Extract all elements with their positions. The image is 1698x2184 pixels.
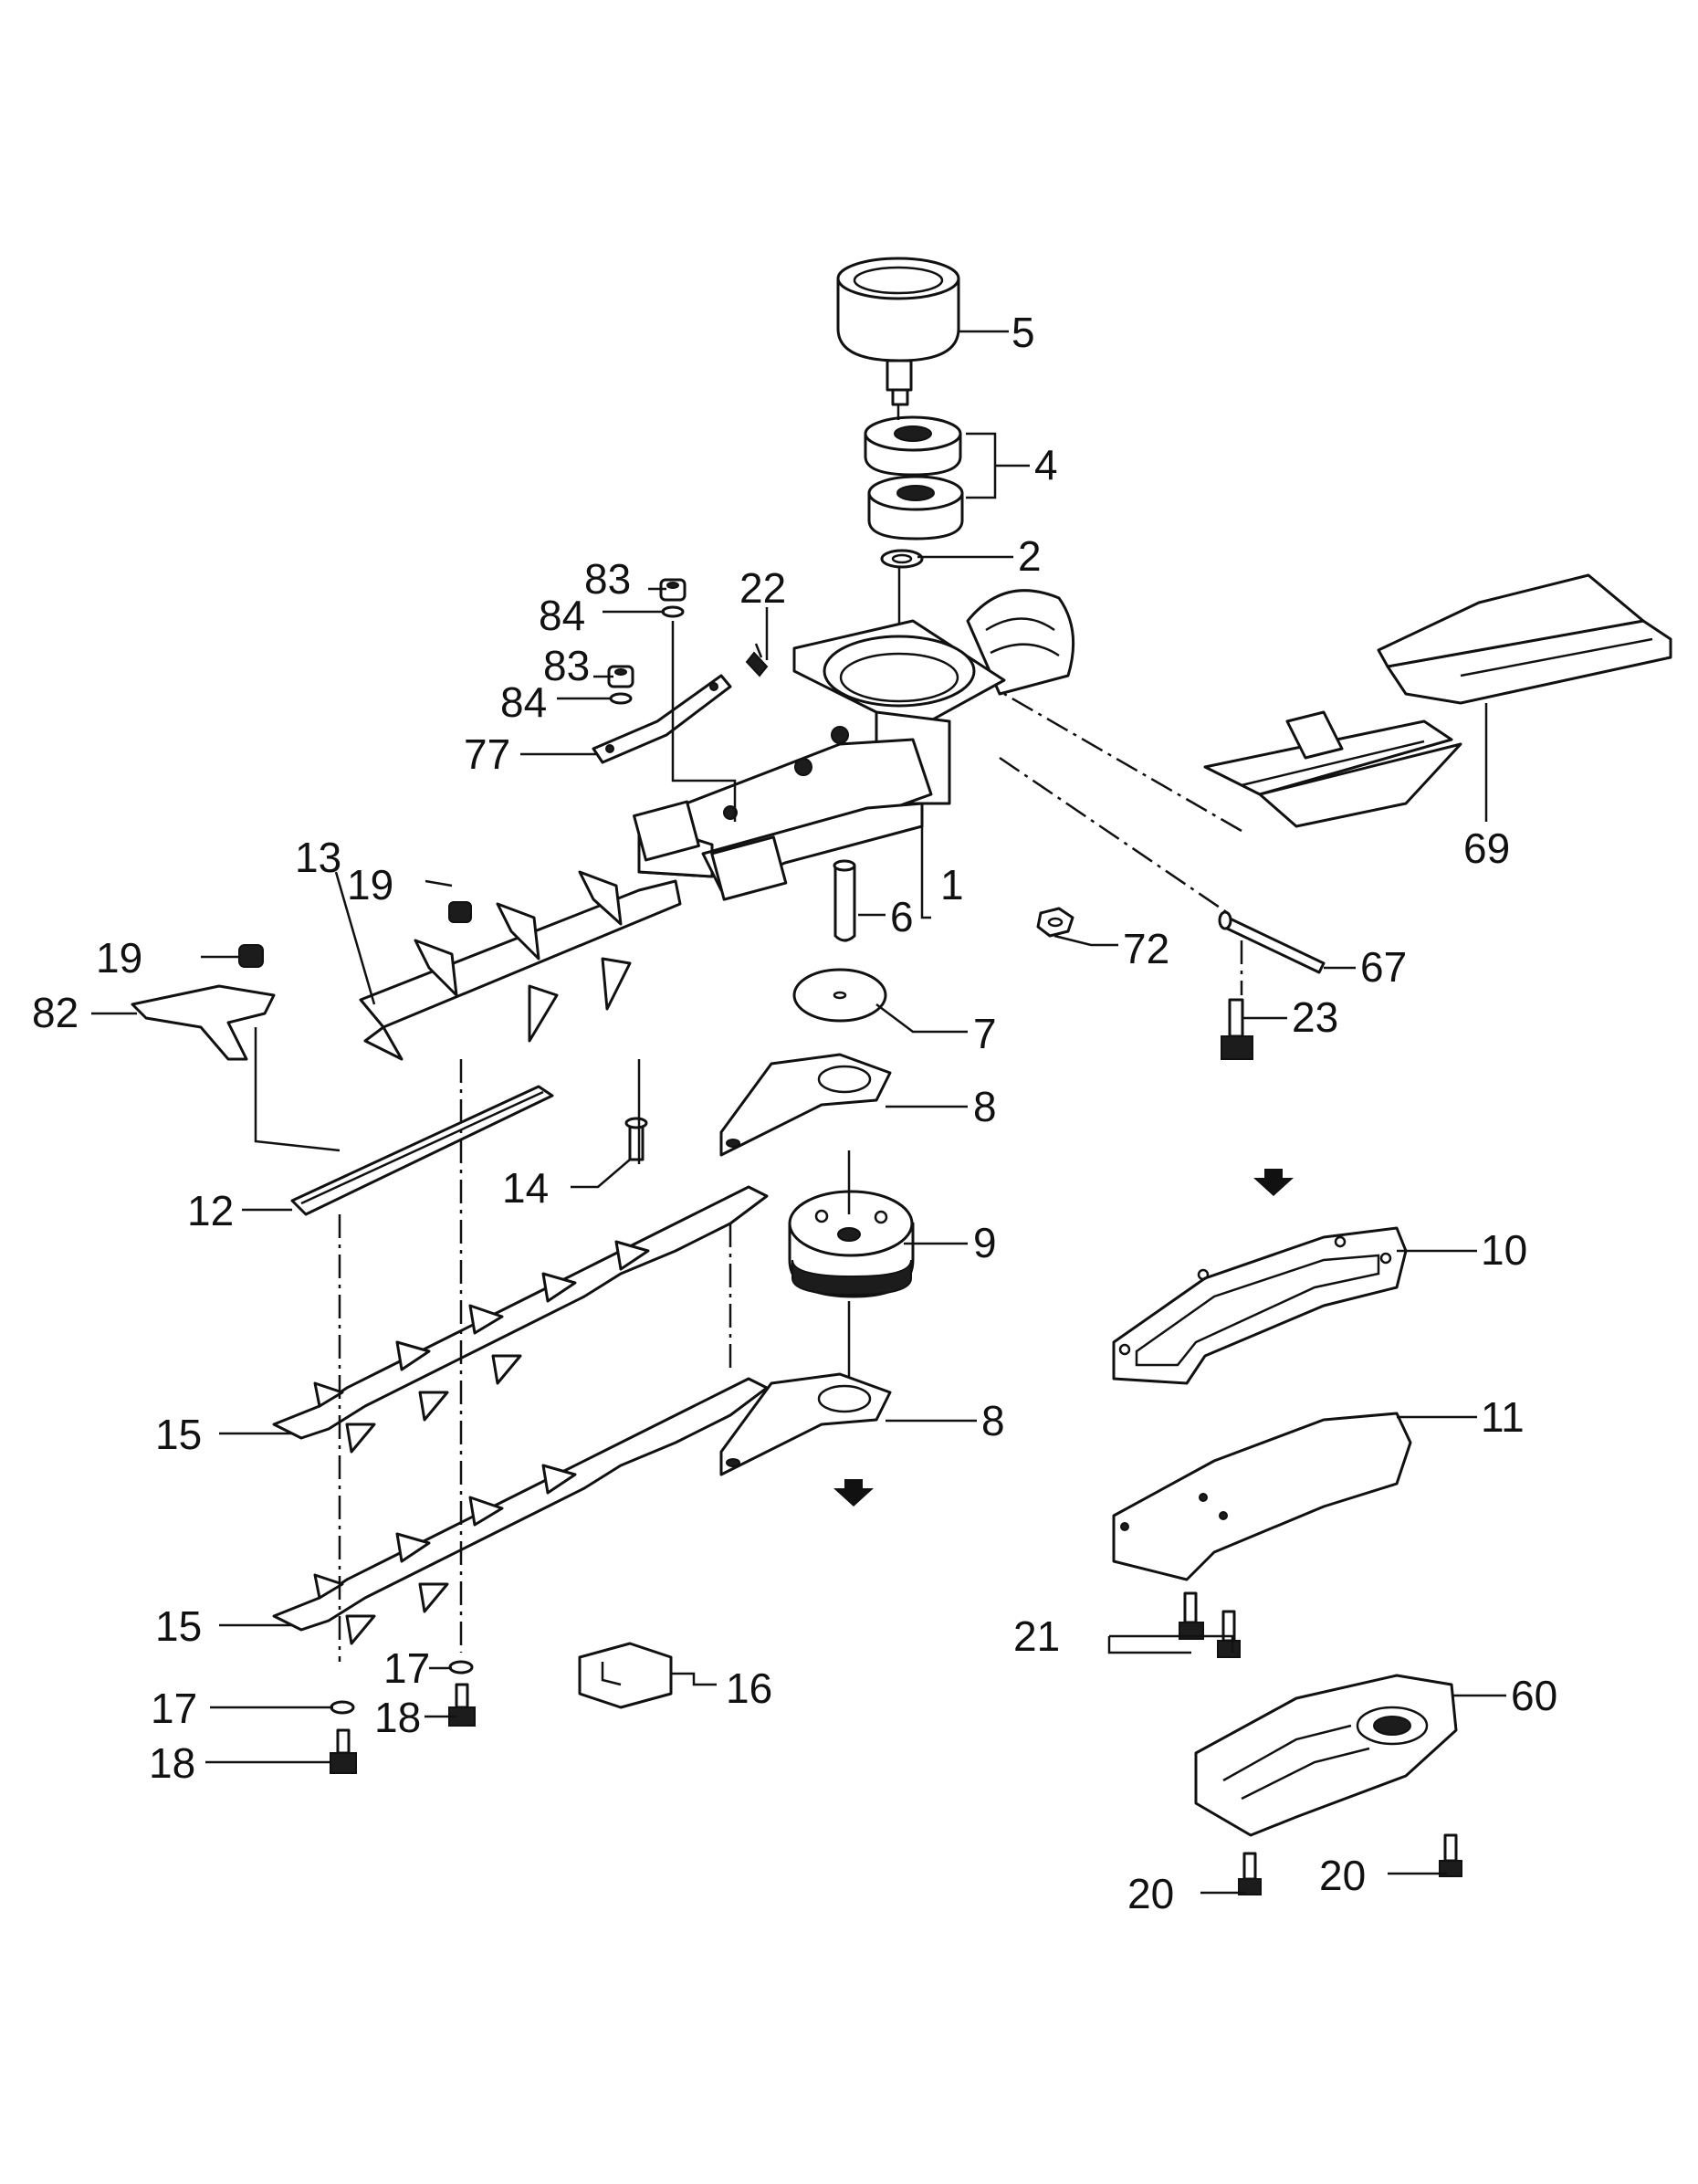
label-part-22: 22 — [739, 564, 786, 612]
part-17-washer-a — [448, 1660, 474, 1675]
label-part-5: 5 — [1011, 309, 1035, 356]
part-2-retaining-ring — [880, 549, 924, 569]
label-part-83-upper: 83 — [584, 555, 631, 603]
label-part-18-right: 18 — [374, 1694, 421, 1741]
part-83-nut-lower — [607, 665, 634, 688]
part-67-rod — [1218, 910, 1326, 974]
label-part-83-lower: 83 — [543, 642, 590, 689]
label-part-17-left: 17 — [151, 1685, 197, 1732]
label-part-8-upper: 8 — [973, 1083, 997, 1130]
part-20-screw-left — [1238, 1852, 1262, 1895]
part-20-screw-right — [1439, 1833, 1462, 1877]
part-77-plate — [592, 674, 732, 764]
label-part-21: 21 — [1013, 1612, 1060, 1660]
down-arrow-icon — [1253, 1169, 1294, 1196]
label-part-4: 4 — [1034, 441, 1058, 488]
down-arrow-icon — [833, 1479, 874, 1507]
label-part-16: 16 — [726, 1664, 772, 1712]
label-part-13: 13 — [295, 834, 341, 881]
part-22-grease-fitting — [745, 643, 769, 677]
part-19-nut-left — [238, 944, 264, 968]
label-part-10: 10 — [1481, 1226, 1527, 1274]
part-9-gear — [788, 1190, 915, 1298]
part-16-clip — [578, 1642, 673, 1709]
part-6-pin — [833, 859, 856, 942]
part-7-disc — [792, 968, 887, 1023]
label-part-18-left: 18 — [149, 1739, 195, 1787]
part-60-lower-housing — [1194, 1674, 1458, 1837]
label-part-20-right: 20 — [1319, 1852, 1366, 1899]
label-part-7: 7 — [973, 1010, 997, 1057]
part-69-blade-cover — [1203, 573, 1672, 828]
part-8-connecting-rod-upper — [719, 1053, 892, 1157]
label-part-8-lower: 8 — [981, 1397, 1005, 1444]
part-15-lower-cutter — [272, 1377, 769, 1645]
label-part-2: 2 — [1018, 532, 1042, 580]
part-12-blade-bar — [290, 1085, 554, 1216]
label-part-67: 67 — [1360, 943, 1407, 991]
part-72-nut — [1036, 907, 1074, 938]
label-part-82: 82 — [32, 989, 79, 1036]
label-part-19-left: 19 — [96, 934, 142, 982]
label-part-19-mid: 19 — [347, 861, 393, 908]
part-21-screws — [1179, 1591, 1241, 1658]
label-part-9: 9 — [973, 1219, 997, 1266]
label-part-69: 69 — [1463, 824, 1510, 872]
part-1-gear-housing — [633, 589, 1075, 901]
label-part-17-right: 17 — [383, 1644, 430, 1692]
part-23-bolt — [1221, 998, 1253, 1060]
part-17-washer-b — [330, 1700, 355, 1715]
label-part-6: 6 — [890, 893, 914, 940]
part-14-bolt — [624, 1117, 648, 1161]
part-18-bolt-a — [448, 1683, 476, 1727]
part-13-upper-blade — [359, 870, 682, 1061]
label-part-84-upper: 84 — [539, 592, 585, 639]
label-part-72: 72 — [1123, 925, 1169, 972]
part-18-bolt-b — [330, 1728, 357, 1774]
label-part-15-lower: 15 — [155, 1602, 202, 1650]
part-84-washer-upper — [661, 605, 685, 618]
label-part-11: 11 — [1481, 1393, 1525, 1441]
label-part-12: 12 — [187, 1187, 234, 1234]
label-part-15-upper: 15 — [155, 1411, 202, 1458]
part-5-bearing-cup — [836, 257, 960, 406]
part-4-ball-bearings — [864, 415, 964, 541]
label-part-1: 1 — [940, 861, 964, 908]
part-82-guide — [131, 984, 276, 1061]
label-part-23: 23 — [1292, 993, 1338, 1041]
label-part-20-left: 20 — [1127, 1870, 1174, 1917]
label-part-77: 77 — [464, 730, 510, 778]
part-11-gasket-plate — [1112, 1412, 1412, 1581]
part-84-washer-lower — [609, 692, 633, 705]
part-19-nut-mid — [448, 901, 472, 923]
label-part-84-lower: 84 — [500, 678, 547, 726]
label-part-14: 14 — [502, 1164, 549, 1212]
part-10-gasket — [1112, 1226, 1408, 1385]
label-part-60: 60 — [1511, 1672, 1557, 1719]
part-15-upper-cutter — [272, 1185, 769, 1454]
part-8-connecting-rod-lower — [719, 1372, 892, 1476]
